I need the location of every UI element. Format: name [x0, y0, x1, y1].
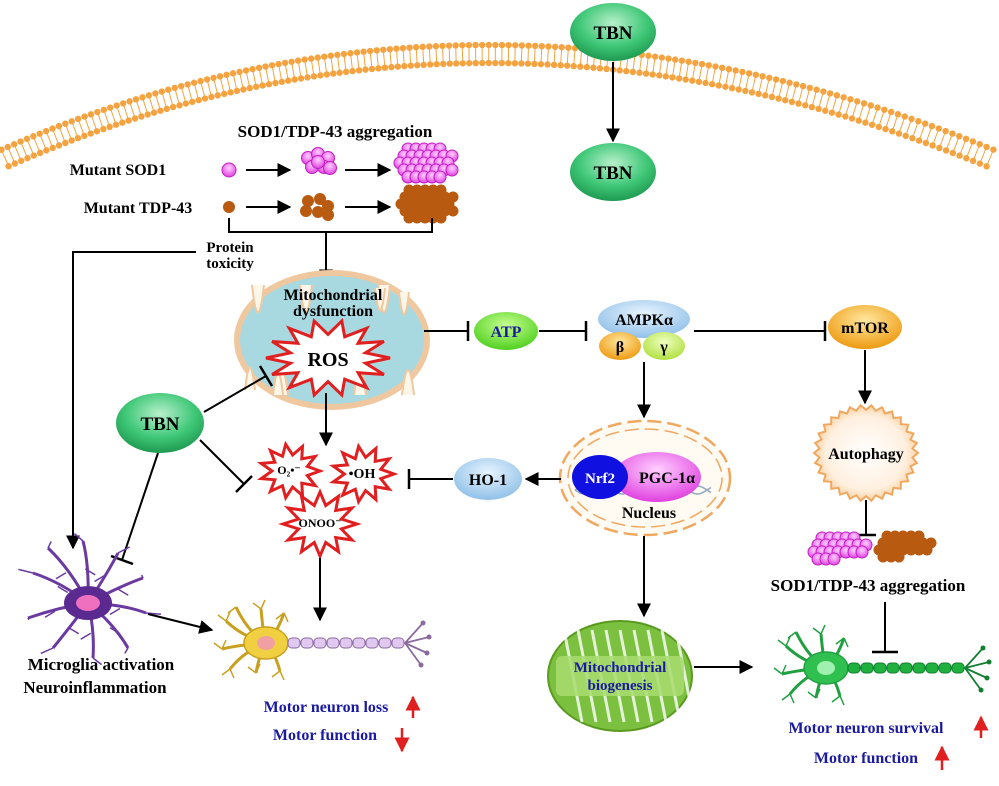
nucleus: PGC-1α Nrf2 Nucleus: [560, 421, 730, 535]
ho1-label: HO-1: [469, 472, 507, 489]
tbn-inhibits-ros-line: [204, 376, 266, 412]
mito-biogenesis-label-1: Mitochondrial: [574, 660, 667, 676]
motor-neuron-damaged: [214, 600, 432, 680]
motor-neuron-loss-label: Motor neuron loss: [264, 699, 389, 716]
tbn-inhibits-microglia-line: [122, 453, 158, 560]
tbn-inhibits-radicals-line: [200, 440, 244, 484]
autophagy-node: Autophagy: [814, 405, 918, 500]
aggregation-top-label: SOD1/TDP-43 aggregation: [238, 122, 433, 141]
sod1-aggregate: [394, 143, 458, 183]
tbn-inside-node: TBN: [570, 143, 656, 201]
nrf2-label: Nrf2: [585, 471, 615, 487]
sod1-oligomer: [302, 148, 337, 175]
mtor-node: mTOR: [828, 305, 902, 349]
ros-label: ROS: [307, 349, 348, 371]
cell-membrane: [0, 42, 997, 170]
mtor-label: mTOR: [841, 320, 889, 337]
peroxynitrite-label: ONOO⁻: [298, 516, 341, 530]
mito-biogenesis-label-2: biogenesis: [587, 678, 652, 694]
pgc1a-label: PGC-1α: [639, 470, 695, 487]
tbn-outside-node: TBN: [570, 3, 656, 61]
ampk-complex: AMPKα β γ: [598, 300, 690, 360]
motor-neuron-healthy: [774, 625, 992, 705]
aggregation-bottom-label: SOD1/TDP-43 aggregation: [771, 576, 966, 595]
mitochondria-biogenesis: Mitochondrial biogenesis: [548, 621, 694, 731]
microglia-label-2: Neuroinflammation: [23, 678, 167, 697]
tbn-outside-label: TBN: [593, 23, 632, 44]
microglia-label-1: Microglia activation: [28, 655, 175, 674]
motor-function-up-label: Motor function: [814, 750, 918, 767]
tdp43-aggregate: [396, 185, 459, 224]
microglia-cell: [18, 534, 161, 665]
protein-toxicity-label-2: toxicity: [206, 256, 254, 272]
ampk-gamma-label: γ: [659, 339, 668, 356]
peroxynitrite-burst: ONOO⁻: [283, 492, 357, 556]
tbn-inside-label: TBN: [593, 163, 632, 184]
atp-node: ATP: [474, 312, 538, 350]
atp-label: ATP: [491, 324, 522, 341]
tbn-left-label: TBN: [140, 414, 179, 435]
tdp43-aggregate-bottom: [874, 531, 937, 563]
motor-neuron-survival-label: Motor neuron survival: [789, 720, 945, 737]
mutant-sod1-label: Mutant SOD1: [70, 162, 166, 179]
mito-dysfunction-label-1: Mitochondrial: [284, 287, 383, 304]
sod1-monomer: [222, 163, 236, 177]
mito-dysfunction-label-2: dysfunction: [293, 303, 373, 320]
superoxide-label: O₂•⁻: [277, 463, 300, 477]
protein-toxicity-label-1: Protein: [206, 240, 254, 256]
ampk-beta-label: β: [616, 339, 624, 356]
hydroxyl-label: •OH: [349, 467, 376, 482]
microglia-to-neuron-arrow: [148, 614, 212, 630]
nucleus-label: Nucleus: [622, 505, 676, 522]
sod1-aggregate-bottom: [808, 532, 872, 565]
ho1-node: HO-1: [454, 458, 522, 500]
tdp43-oligomer: [300, 193, 334, 221]
superoxide-burst: O₂•⁻: [261, 444, 320, 497]
autophagy-label: Autophagy: [828, 446, 904, 463]
tdp43-monomer: [223, 201, 235, 213]
ampk-alpha-label: AMPKα: [615, 312, 673, 329]
tbn-left-node: TBN: [116, 393, 204, 453]
motor-function-down-label: Motor function: [273, 727, 377, 744]
hydroxyl-burst: •OH: [333, 446, 394, 501]
mutant-tdp43-label: Mutant TDP-43: [84, 200, 193, 217]
